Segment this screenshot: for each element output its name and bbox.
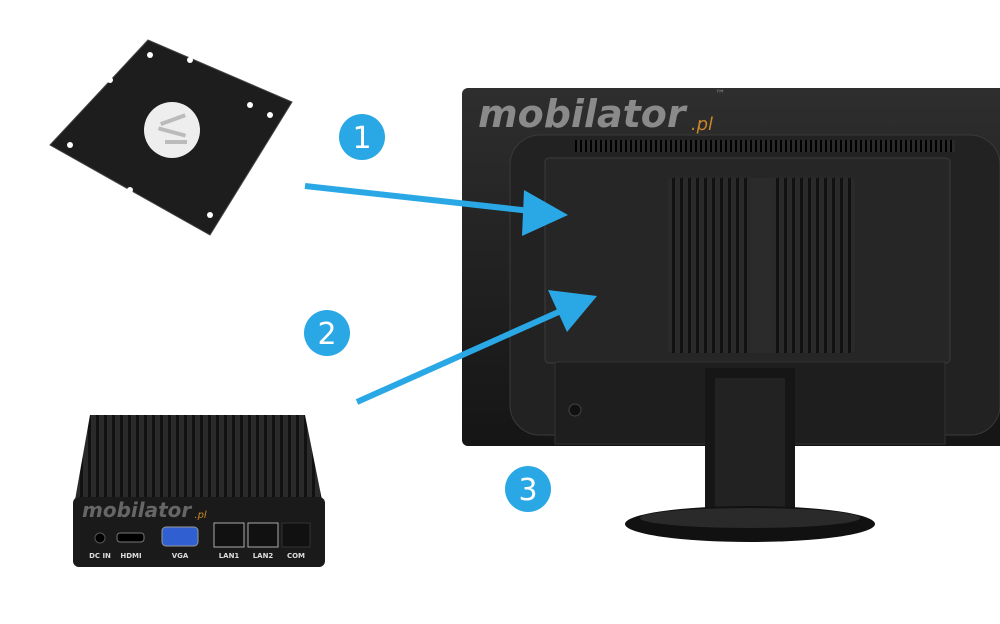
logo-monitor: mobilator .pl ™ bbox=[478, 89, 725, 136]
mini-pc: mobilator .pl DC IN HDMI VGA LAN1 LAN2 C… bbox=[73, 415, 325, 567]
arrow-1 bbox=[304, 183, 568, 236]
port-label-lan1: LAN1 bbox=[219, 552, 240, 560]
monitor-back bbox=[462, 88, 1000, 542]
lan1-port bbox=[213, 522, 245, 548]
logo-text: mobilator bbox=[478, 92, 688, 136]
step-2-number: 2 bbox=[317, 317, 336, 352]
port-label-vga: VGA bbox=[172, 552, 189, 560]
step-1-badge: 1 bbox=[339, 114, 385, 160]
step-1-number: 1 bbox=[352, 121, 371, 156]
lan2-port bbox=[247, 522, 279, 548]
logo-trademark: ™ bbox=[715, 89, 725, 100]
hdmi-port bbox=[116, 532, 145, 543]
screw-icon bbox=[568, 403, 582, 417]
dc-in-port bbox=[94, 532, 106, 544]
port-label-dc-in: DC IN bbox=[89, 552, 111, 560]
port-label-hdmi: HDMI bbox=[120, 552, 141, 560]
com-port bbox=[281, 522, 311, 548]
arrow-2 bbox=[355, 290, 597, 405]
step-3-badge: 3 bbox=[505, 466, 551, 512]
vent-grille bbox=[575, 140, 955, 152]
step-2-badge: 2 bbox=[304, 310, 350, 356]
logo-suffix: .pl bbox=[691, 114, 713, 135]
logo-mini-pc-suffix: .pl bbox=[194, 510, 207, 521]
vga-port bbox=[161, 526, 199, 547]
logo-mini-pc: mobilator bbox=[82, 498, 192, 522]
vesa-mount-plate bbox=[49, 39, 293, 236]
step-3-number: 3 bbox=[518, 473, 537, 508]
port-label-com: COM bbox=[287, 552, 305, 560]
port-label-lan2: LAN2 bbox=[253, 552, 274, 560]
